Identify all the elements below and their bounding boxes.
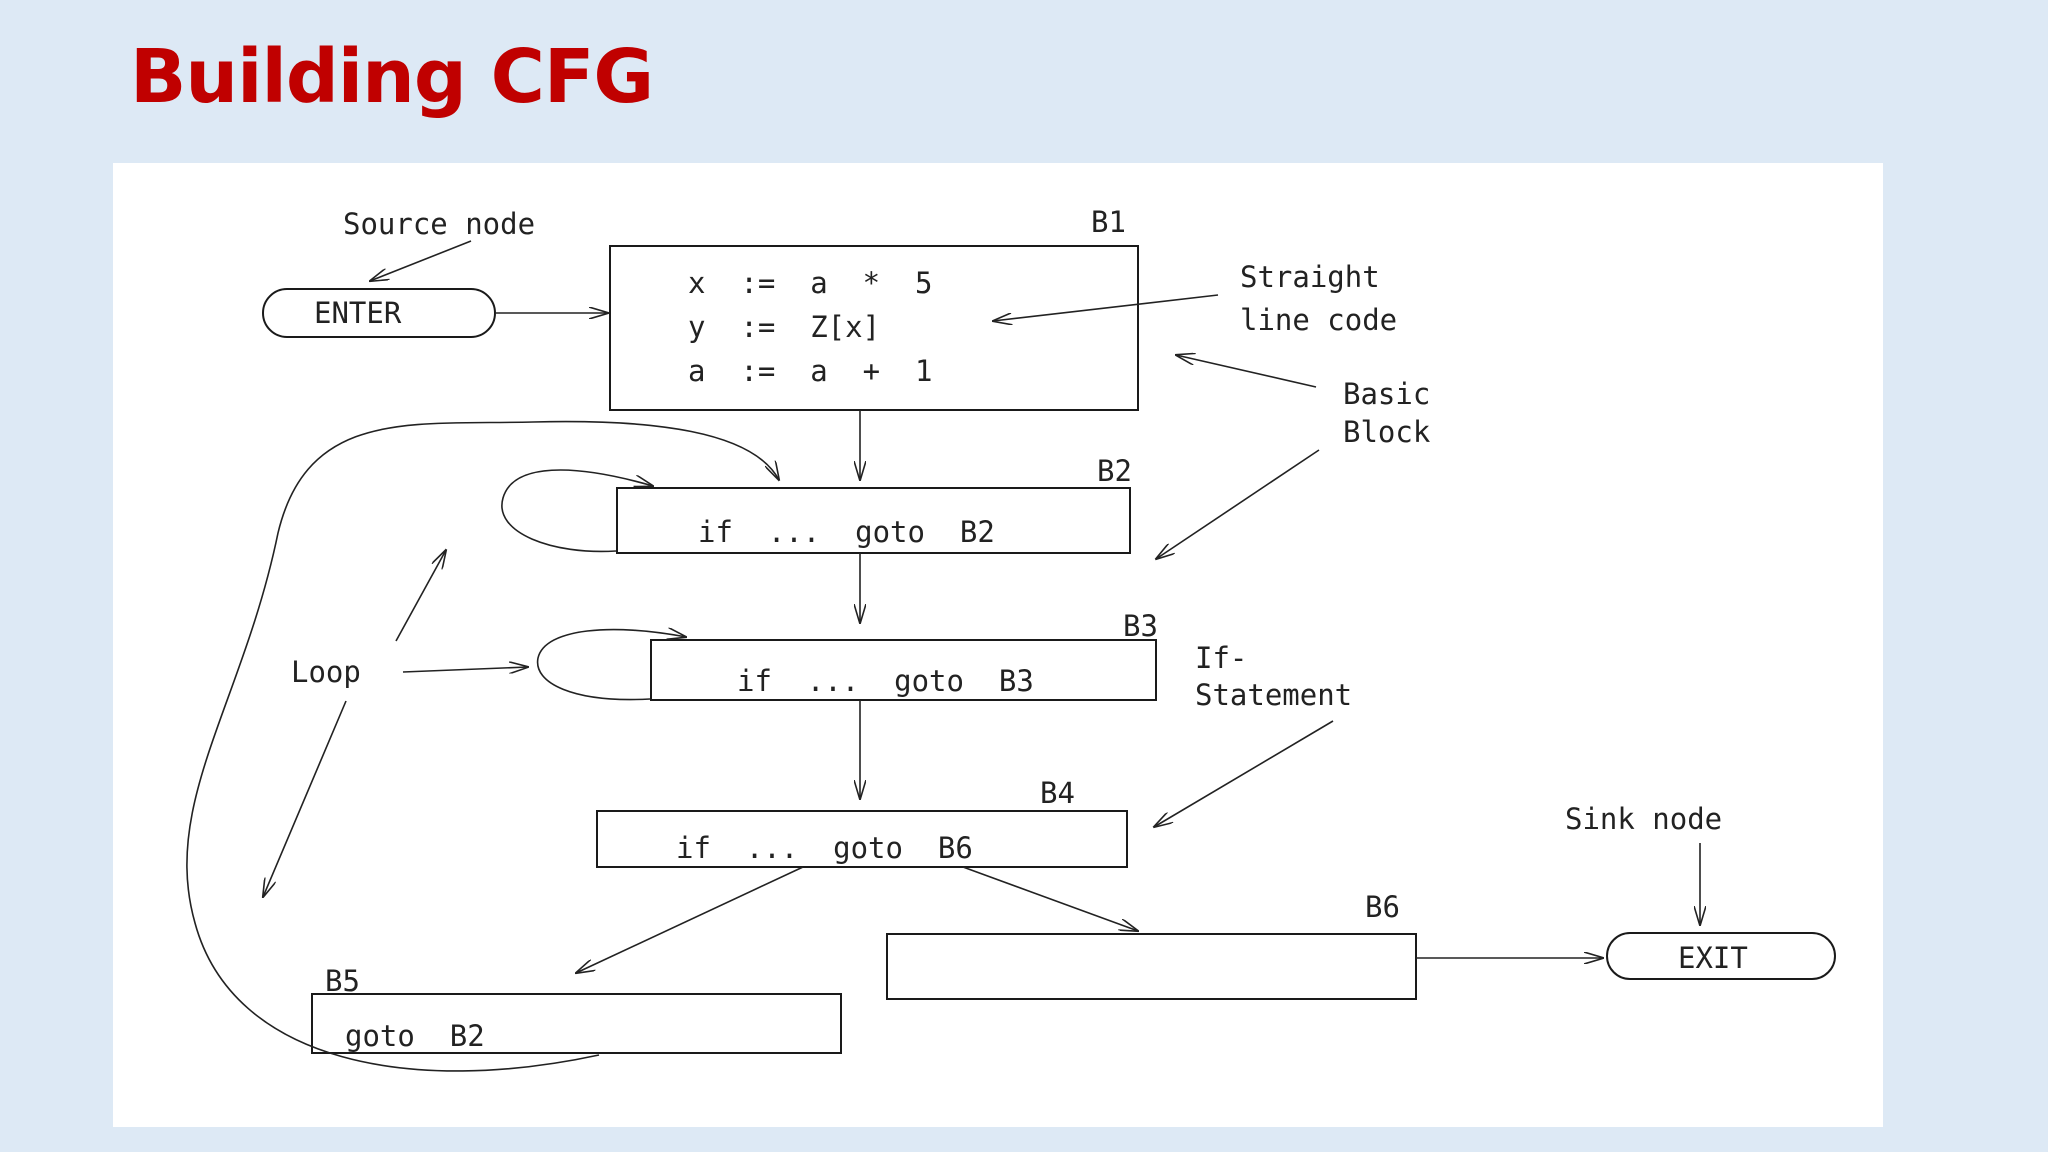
label-source-node: Source node: [343, 207, 535, 241]
b4-code: if ... goto B6: [676, 831, 973, 865]
self-loop-b2: [501, 469, 653, 553]
label-enter: ENTER: [314, 296, 402, 330]
block-b1: [609, 245, 1139, 411]
basic-block-pointer-b1: [1176, 355, 1317, 388]
label-basic-block-1: Basic: [1343, 377, 1430, 411]
b1-line-1: x := a * 5: [688, 266, 932, 300]
self-loop-b3: [536, 630, 686, 701]
b5-code: goto B2: [345, 1019, 485, 1053]
b2-code: if ... goto B2: [698, 515, 995, 549]
back-edge-b5-b2: [186, 420, 779, 1072]
block-b2: [616, 487, 1131, 554]
loop-pointer-down: [263, 700, 347, 897]
cfg-diagram: Source node B1 ENTER x := a * 5 y := Z[x…: [186, 205, 1836, 1072]
straight-line-pointer: [993, 294, 1219, 321]
label-b4: B4: [1040, 776, 1075, 810]
if-statement-pointer: [1154, 720, 1334, 827]
slide-title: Building CFG: [130, 34, 654, 120]
loop-pointer-right: [402, 667, 528, 672]
basic-block-pointer-b2: [1156, 449, 1320, 559]
label-sink-node: Sink node: [1565, 802, 1722, 836]
block-b6: [886, 933, 1417, 1000]
label-loop: Loop: [291, 655, 361, 689]
exit-node: [1606, 932, 1836, 980]
label-straight-line-2: line code: [1240, 303, 1397, 337]
source-node-pointer: [370, 240, 472, 281]
loop-pointer-up: [395, 550, 446, 642]
block-b4: [596, 810, 1128, 868]
edge-b4-b5: [576, 866, 804, 973]
label-b1: B1: [1091, 205, 1126, 239]
label-b3: B3: [1123, 609, 1158, 643]
label-b2: B2: [1097, 454, 1132, 488]
block-b5: [311, 993, 842, 1054]
label-basic-block-2: Block: [1343, 415, 1431, 449]
label-if-statement-2: Statement: [1195, 678, 1352, 712]
label-b6: B6: [1365, 890, 1400, 924]
block-b3: [650, 639, 1157, 701]
label-straight-line-1: Straight: [1240, 260, 1380, 294]
b3-code: if ... goto B3: [737, 664, 1034, 698]
b1-line-2: y := Z[x]: [688, 310, 880, 344]
cfg-figure: Source node B1 ENTER x := a * 5 y := Z[x…: [113, 163, 1883, 1127]
label-if-statement-1: If-: [1195, 641, 1247, 675]
label-exit: EXIT: [1678, 941, 1748, 975]
b1-line-3: a := a + 1: [688, 354, 932, 388]
label-b5: B5: [325, 964, 360, 998]
edge-b4-b6: [962, 866, 1138, 931]
